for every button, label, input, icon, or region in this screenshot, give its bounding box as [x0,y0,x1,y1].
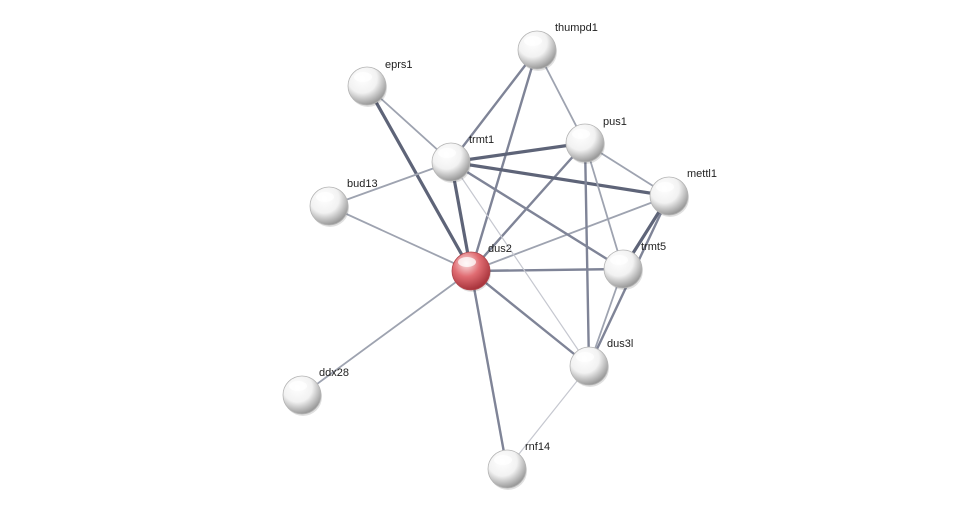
node-highlight [494,455,512,465]
edge-dus3l-rnf14[interactable] [506,365,590,470]
node-highlight [610,255,628,265]
node-dus3l[interactable]: dus3l [569,338,633,387]
node-label: thumpd1 [555,22,598,34]
node-trmt1[interactable]: trmt1 [431,134,494,183]
nodes-layer: dus2 trmt1 eprs1 thumpd1 pus1 mettl1 bud13 trmt… [282,22,717,490]
edge-dus2-thumpd1[interactable] [469,48,539,273]
node-highlight [572,129,590,139]
node-label: dus2 [488,243,512,255]
node-highlight [289,381,307,391]
edge-dus2-pus1[interactable] [469,141,587,273]
edge-pus1-dus3l[interactable] [583,141,591,368]
edge-trmt1-thumpd1[interactable] [449,48,539,164]
node-dus2[interactable]: dus2 [451,243,512,292]
node-label: trmt1 [469,134,494,146]
node-trmt5[interactable]: trmt5 [603,241,666,290]
node-highlight [354,72,372,82]
node-highlight [438,148,456,158]
edge-dus2-trmt5[interactable] [469,267,625,273]
edge-trmt1-mettl1[interactable] [449,160,671,198]
node-ddx28[interactable]: ddx28 [282,367,349,416]
node-label: eprs1 [385,59,413,71]
node-highlight [576,352,594,362]
node-label: bud13 [347,178,378,190]
node-mettl1[interactable]: mettl1 [649,168,717,217]
node-bud13[interactable]: bud13 [309,178,378,227]
node-label: pus1 [603,116,627,128]
edge-trmt1-dus3l[interactable] [450,161,590,367]
node-label: ddx28 [319,367,349,379]
node-pus1[interactable]: pus1 [565,116,627,164]
node-highlight [458,257,476,267]
edge-dus2-ddx28[interactable] [301,270,472,396]
node-label: dus3l [607,338,633,350]
edge-dus2-bud13[interactable] [328,205,472,272]
edge-dus2-rnf14[interactable] [469,269,509,471]
edge-trmt1-bud13[interactable] [328,161,452,207]
node-thumpd1[interactable]: thumpd1 [517,22,598,71]
node-label: trmt5 [641,241,666,253]
node-label: rnf14 [525,441,550,453]
edge-dus2-mettl1[interactable] [470,195,670,272]
edge-trmt1-pus1[interactable] [449,141,587,164]
edge-dus2-eprs1[interactable] [365,84,473,273]
node-highlight [524,36,542,46]
node-label: mettl1 [687,168,717,180]
node-highlight [656,182,674,192]
edge-trmt1-trmt5[interactable] [449,160,625,271]
node-rnf14[interactable]: rnf14 [487,441,550,490]
node-highlight [316,192,334,202]
node-eprs1[interactable]: eprs1 [347,59,413,107]
edge-pus1-trmt5[interactable] [584,142,624,270]
edge-dus2-dus3l[interactable] [469,269,591,368]
